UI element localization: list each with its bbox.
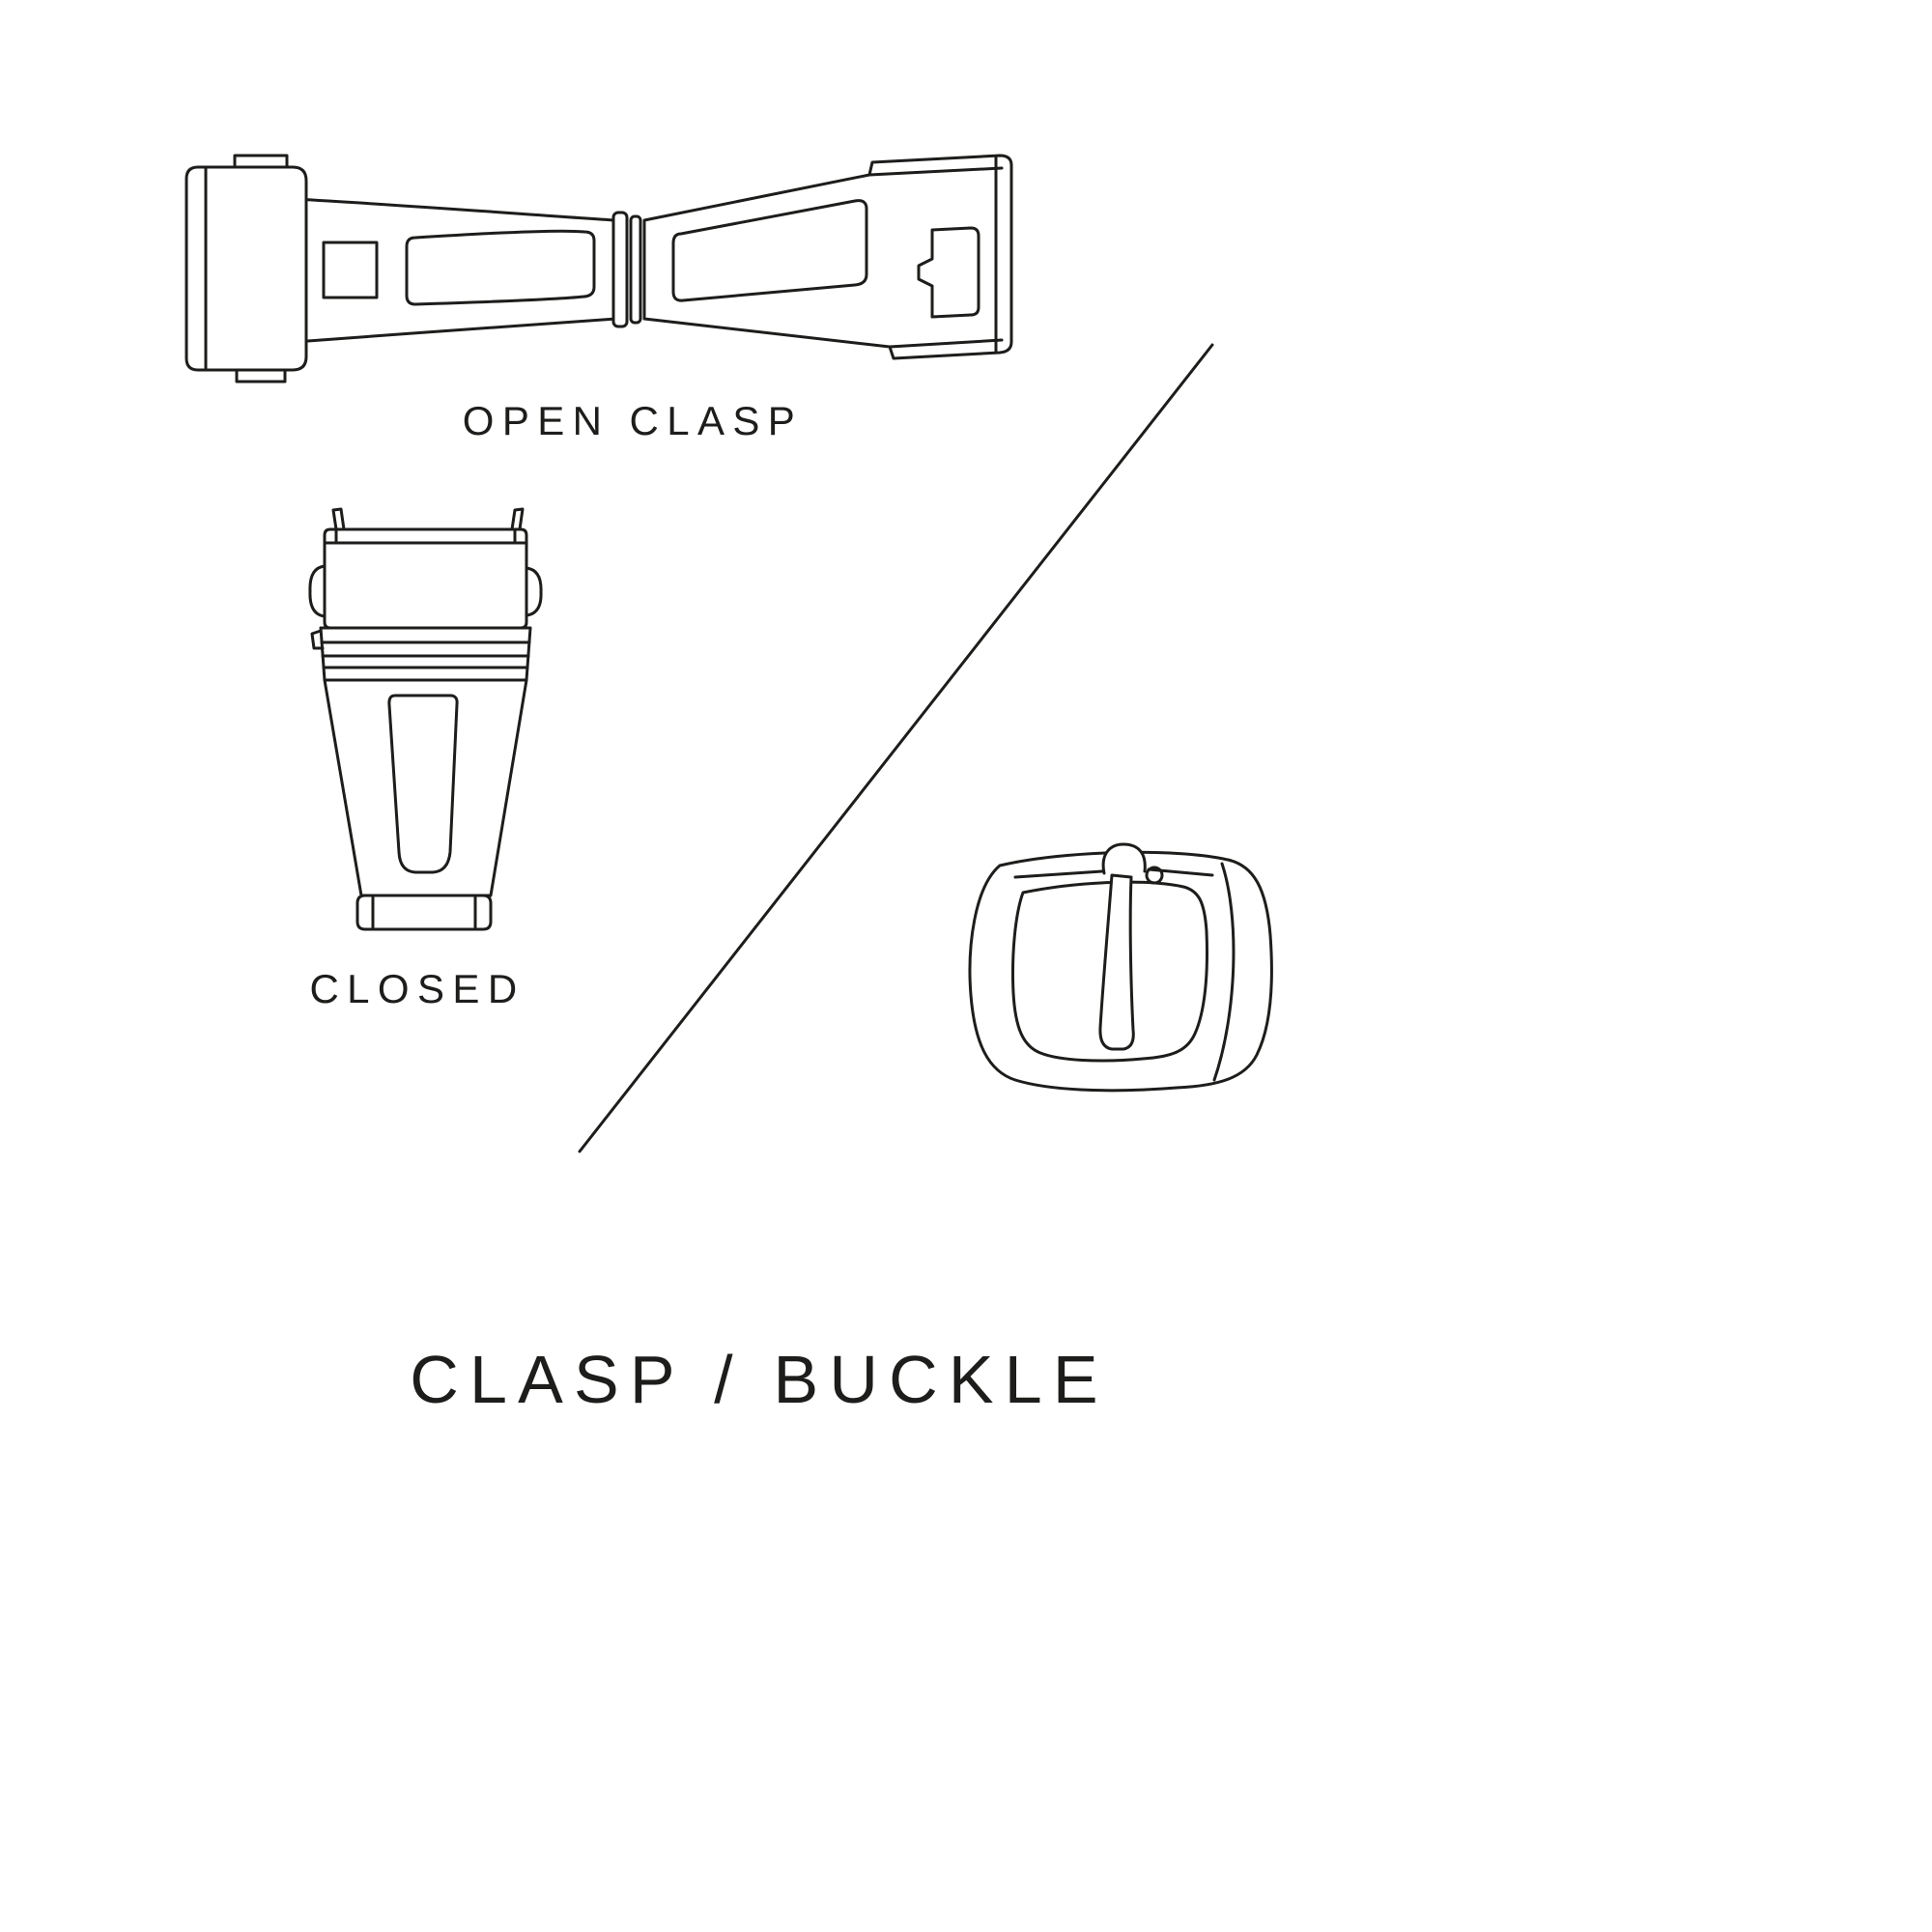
closed-clasp-top-block [308,527,543,630]
diagonal-divider-line [578,343,1214,1153]
closed-clasp-illustration [308,507,543,931]
closed-clasp-label: CLOSED [309,966,526,1011]
open-clasp-cover [185,154,308,384]
open-clasp-right-arm [642,154,1013,360]
buckle-pin [1013,842,1214,1051]
page-title: CLASP / BUCKLE [410,1342,1109,1417]
open-clasp-label: OPEN CLASP [462,398,804,443]
closed-clasp-end-cap [355,894,493,931]
open-clasp-illustration [185,154,1013,384]
open-clasp-left-arm [293,197,617,344]
pin-buckle-illustration [968,842,1273,1093]
closed-clasp-body [323,678,528,897]
closed-clasp-band-strips [310,626,532,682]
closed-clasp-prongs [331,507,525,531]
open-clasp-hinge [611,211,642,328]
